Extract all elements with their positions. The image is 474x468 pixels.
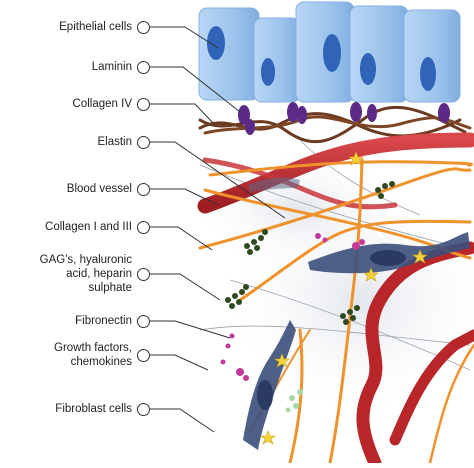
label-fibronectin: Fibronectin [75,315,132,327]
fibronectin-group [260,151,428,445]
marker-elastin [137,136,150,149]
fine-fibre [199,325,471,346]
laminin-molecule [350,102,362,122]
marker-collagen-i-iii [137,221,150,234]
laminin-molecule [238,105,250,125]
laminin-molecule [297,106,307,124]
blood-vessel [389,329,474,446]
leader-line-epithelial [150,26,219,49]
label-gags-line1: GAG's, hyaluronic [39,254,132,266]
leader-line-gags [150,273,221,301]
leader-line-collagen-iv [150,103,215,125]
label-laminin: Laminin [91,61,132,73]
marker-blood-vessel [137,183,150,196]
label-growth-line2: chemokines [70,356,132,368]
label-growth-factors: Growth factors, chemokines [8,341,132,369]
leader-line-group [150,26,286,433]
cell-nucleus [360,53,376,85]
epithelial-cell-layer [198,1,461,103]
epithelial-cell [403,9,461,103]
blood-vessel-group [197,132,474,468]
matrix-background-upper [190,150,410,270]
cell-nucleus [261,58,275,86]
marker-fibronectin [137,315,150,328]
marker-collagen-iv [137,98,150,111]
collagen-fibre [238,219,472,302]
leader-line-growth-factors [150,354,209,371]
label-gags-line3: sulphate [88,282,132,294]
collagen-fibre [198,167,472,250]
fibroblast-group [243,177,470,450]
fibroblast-nucleus [257,380,273,410]
cell-nucleus [323,34,341,72]
marker-epithelial [137,21,150,34]
leader-line-fibronectin [150,320,231,339]
fibronectin-star [363,267,379,282]
laminin-molecule [367,104,377,122]
blood-vessel [197,132,474,214]
fibronectin-star [412,249,428,264]
fine-fibre [299,139,421,216]
leader-line-elastin [150,141,286,219]
cell-nucleus [207,26,225,60]
marker-laminin [137,61,150,74]
label-collagen-iv: Collagen IV [72,98,132,110]
collagen-fibre-group [198,158,474,465]
fibroblast-nucleus [370,250,406,266]
cell-nucleus [420,57,436,91]
epithelial-cell [253,17,301,103]
label-gags-line2: acid, heparin [66,268,132,280]
marker-gags [137,268,150,281]
fibroblast-cell-faint [248,177,300,192]
leader-line-blood-vessel [150,188,219,206]
growth-factor-group [220,233,365,381]
laminin-group [238,102,450,135]
collagen-fibre [428,343,474,465]
gag-group [225,181,395,325]
leader-line-laminin [150,66,241,113]
collagen-fibre [328,158,364,465]
label-growth-line1: Growth factors, [54,342,132,354]
label-blood-vessel: Blood vessel [66,183,132,195]
label-collagen-i-iii: Collagen I and III [45,221,132,233]
laminin-molecule [245,119,255,135]
collagen-fibre [208,160,473,177]
fibronectin-star [274,353,290,368]
leader-line-fibroblast [150,408,215,433]
marker-growth-factors [137,349,150,362]
growth-factor-pale-group [285,389,303,413]
leader-line-collagen [150,226,213,251]
collagen-fibre [288,328,304,465]
laminin-molecule [287,102,299,122]
fibronectin-star [260,430,276,445]
blood-vessel-small [202,157,398,210]
marker-fibroblast [137,403,150,416]
laminin-molecule [438,103,450,123]
label-epithelial-cells: Epithelial cells [59,21,132,33]
fibronectin-star [348,151,364,166]
label-gags: GAG's, hyaluronic acid, heparin sulphate [8,253,132,295]
blood-vessel [356,241,474,468]
epithelial-cell [349,5,409,103]
label-elastin: Elastin [97,136,132,148]
label-fibroblast-cells: Fibroblast cells [55,403,132,415]
